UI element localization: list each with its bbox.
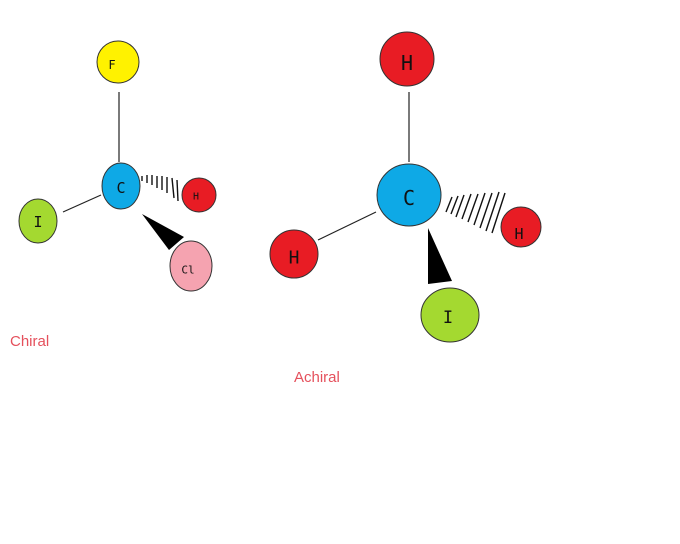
atom-label-c: C [116, 179, 125, 197]
hashed-bond-c-h [141, 175, 179, 202]
atom-carbon [101, 162, 141, 210]
atom-hydrogen-left [269, 229, 319, 279]
atom-label-c: C [403, 186, 415, 210]
atom-label-i: I [443, 308, 453, 328]
atom-iodine [420, 287, 480, 343]
wedge-bond-c-cl [142, 214, 184, 250]
atom-label-f: F [108, 58, 115, 72]
bond-c-i [62, 194, 102, 213]
chiral-molecule: F C H I Cl Chiral [10, 40, 217, 350]
achiral-molecule: H C H H I Achiral [269, 31, 542, 386]
wedge-bond-c-i [428, 228, 452, 284]
atom-fluorine [96, 40, 140, 84]
caption-chiral: Chiral [10, 333, 49, 350]
atom-label-h-top: H [401, 51, 413, 75]
atom-label-h-back: H [514, 225, 523, 243]
atom-hydrogen-back [500, 206, 542, 248]
hashed-bond-c-h [445, 191, 506, 234]
atom-iodine [18, 198, 58, 244]
atom-hydrogen-top [379, 31, 435, 87]
atom-chlorine [169, 240, 213, 292]
atom-label-cl: Cl [181, 264, 194, 277]
caption-achiral: Achiral [294, 369, 340, 386]
atom-label-i: I [33, 213, 42, 231]
atom-hydrogen [181, 177, 217, 213]
bond-c-h-left [317, 211, 377, 241]
atom-carbon [376, 163, 442, 227]
atom-label-h: H [193, 192, 199, 203]
atom-label-h-left: H [289, 248, 300, 269]
